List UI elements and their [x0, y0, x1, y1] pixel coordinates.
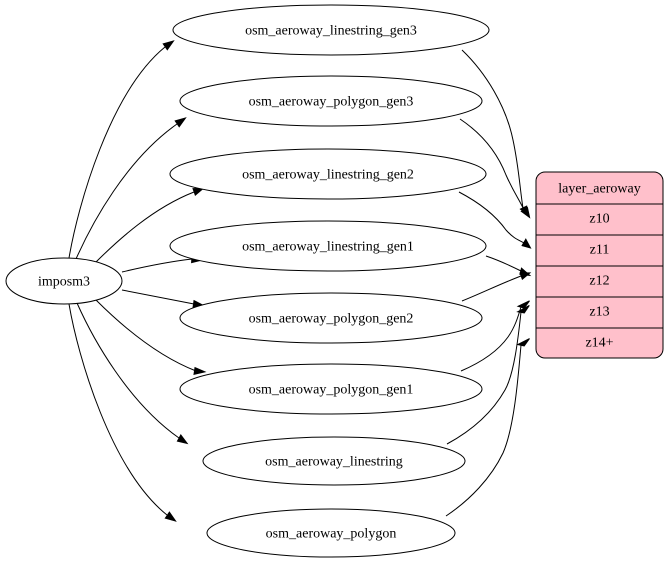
node-osm-aeroway-polygon-gen2-label: osm_aeroway_polygon_gen2	[249, 312, 414, 327]
edge-polygon-gen2-to-z12	[461, 272, 532, 302]
layer-aeroway-row-z12-label: z12	[589, 274, 609, 289]
edges-tables-to-layer	[445, 49, 532, 517]
node-osm-aeroway-polygon-gen3-shape[interactable]	[179, 75, 483, 127]
layer-aeroway-header-label: layer_aeroway	[558, 182, 640, 197]
node-osm-aeroway-polygon-gen1-label: osm_aeroway_polygon_gen1	[249, 383, 414, 398]
node-osm-aeroway-polygon-gen3[interactable]: osm_aeroway_polygon_gen3	[179, 75, 483, 127]
node-osm-aeroway-linestring-gen1[interactable]: osm_aeroway_linestring_gen1	[169, 220, 487, 272]
layer-aeroway-row-z12-cell[interactable]	[536, 265, 663, 298]
node-osm-aeroway-linestring-label: osm_aeroway_linestring	[265, 455, 403, 470]
layer-aeroway-header-cell[interactable]	[536, 172, 663, 205]
edge-linestring-gen3-to-z10	[461, 49, 530, 218]
nodes-intermediate-tables: osm_aeroway_linestring_gen3 osm_aeroway_…	[169, 4, 490, 558]
node-osm-aeroway-polygon-label: osm_aeroway_polygon	[266, 527, 397, 542]
edge-imposm3-to-polygon-gen2	[121, 289, 206, 309]
node-osm-aeroway-polygon-gen3-label: osm_aeroway_polygon_gen3	[249, 95, 414, 110]
layer-aeroway-row-z11-label: z11	[590, 243, 610, 258]
layer-aeroway-cells	[536, 172, 663, 358]
node-osm-aeroway-linestring-gen3[interactable]: osm_aeroway_linestring_gen3	[172, 4, 490, 56]
edge-polygon-gen3-to-z10	[459, 118, 531, 219]
node-osm-aeroway-linestring-gen1-shape[interactable]	[169, 220, 487, 272]
layer-aeroway-row-z11-cell[interactable]	[536, 234, 663, 267]
node-osm-aeroway-linestring-gen2-label: osm_aeroway_linestring_gen2	[242, 168, 414, 183]
edge-imposm3-to-polygon	[68, 303, 177, 522]
edge-imposm3-to-linestring	[76, 302, 189, 445]
node-osm-aeroway-polygon-gen1-shape[interactable]	[179, 363, 483, 415]
edge-polygon-to-z14	[445, 338, 530, 517]
node-osm-aeroway-linestring-gen1-label: osm_aeroway_linestring_gen1	[242, 240, 414, 255]
node-layer-aeroway[interactable]: layer_aeroway z10 z11 z12 z13 z14+	[535, 171, 664, 359]
layer-aeroway-row-z13-label: z13	[589, 305, 609, 320]
node-osm-aeroway-linestring-shape[interactable]	[202, 436, 466, 486]
node-osm-aeroway-polygon-gen1[interactable]: osm_aeroway_polygon_gen1	[179, 363, 483, 415]
layer-aeroway-row-z14-cell[interactable]	[536, 327, 663, 358]
node-osm-aeroway-polygon-gen2[interactable]: osm_aeroway_polygon_gen2	[179, 292, 483, 344]
node-osm-aeroway-linestring-gen3-shape[interactable]	[172, 4, 490, 56]
edge-imposm3-to-polygon-gen1	[95, 299, 207, 376]
node-imposm3-label: imposm3	[38, 275, 90, 290]
layer-aeroway-row-z10-label: z10	[589, 212, 609, 227]
edge-linestring-gen2-to-z11	[458, 191, 532, 249]
layer-aeroway-row-z14-label: z14+	[585, 336, 613, 351]
node-osm-aeroway-polygon-gen2-shape[interactable]	[179, 292, 483, 344]
node-osm-aeroway-linestring-gen2-shape[interactable]	[169, 148, 487, 200]
layer-aeroway-outline	[535, 171, 664, 359]
edge-polygon-gen1-to-z13	[460, 300, 530, 372]
node-imposm3-shape[interactable]	[5, 257, 123, 305]
edge-imposm3-to-polygon-gen3	[75, 117, 187, 260]
node-osm-aeroway-polygon-shape[interactable]	[206, 508, 456, 558]
node-osm-aeroway-linestring[interactable]: osm_aeroway_linestring	[202, 436, 466, 486]
edge-linestring-to-z13	[446, 305, 530, 445]
node-imposm3[interactable]: imposm3	[5, 257, 123, 305]
node-osm-aeroway-linestring-gen3-label: osm_aeroway_linestring_gen3	[245, 24, 417, 39]
node-osm-aeroway-polygon[interactable]: osm_aeroway_polygon	[206, 508, 456, 558]
edge-imposm3-to-linestring-gen3	[68, 40, 175, 259]
node-osm-aeroway-linestring-gen2[interactable]: osm_aeroway_linestring_gen2	[169, 148, 487, 200]
